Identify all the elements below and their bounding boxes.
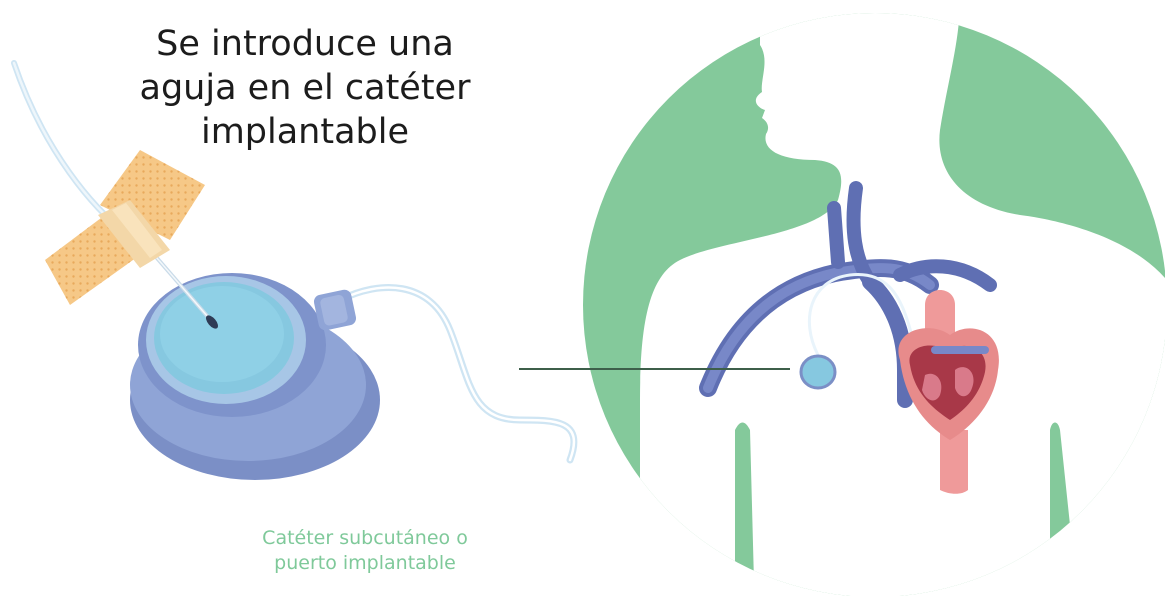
implanted-port <box>799 354 837 390</box>
headline: Se introduce una aguja en el catéter imp… <box>110 22 500 154</box>
headline-line-1: Se introduce una <box>156 24 454 64</box>
veins <box>699 181 997 408</box>
caption-line-2: puerto implantable <box>274 552 456 574</box>
butterfly-wings <box>45 150 205 305</box>
implantable-port <box>130 273 380 480</box>
port-caption: Catéter subcutáneo o puerto implantable <box>200 526 530 576</box>
needle <box>148 248 218 329</box>
headline-line-2: aguja en el catéter <box>139 68 471 108</box>
headline-line-3: implantable <box>200 112 410 152</box>
catheter-tube <box>336 284 578 464</box>
heart <box>898 290 999 494</box>
body-silhouette <box>640 13 1165 596</box>
caption-line-1: Catéter subcutáneo o <box>262 527 468 549</box>
catheter-line <box>808 272 917 356</box>
